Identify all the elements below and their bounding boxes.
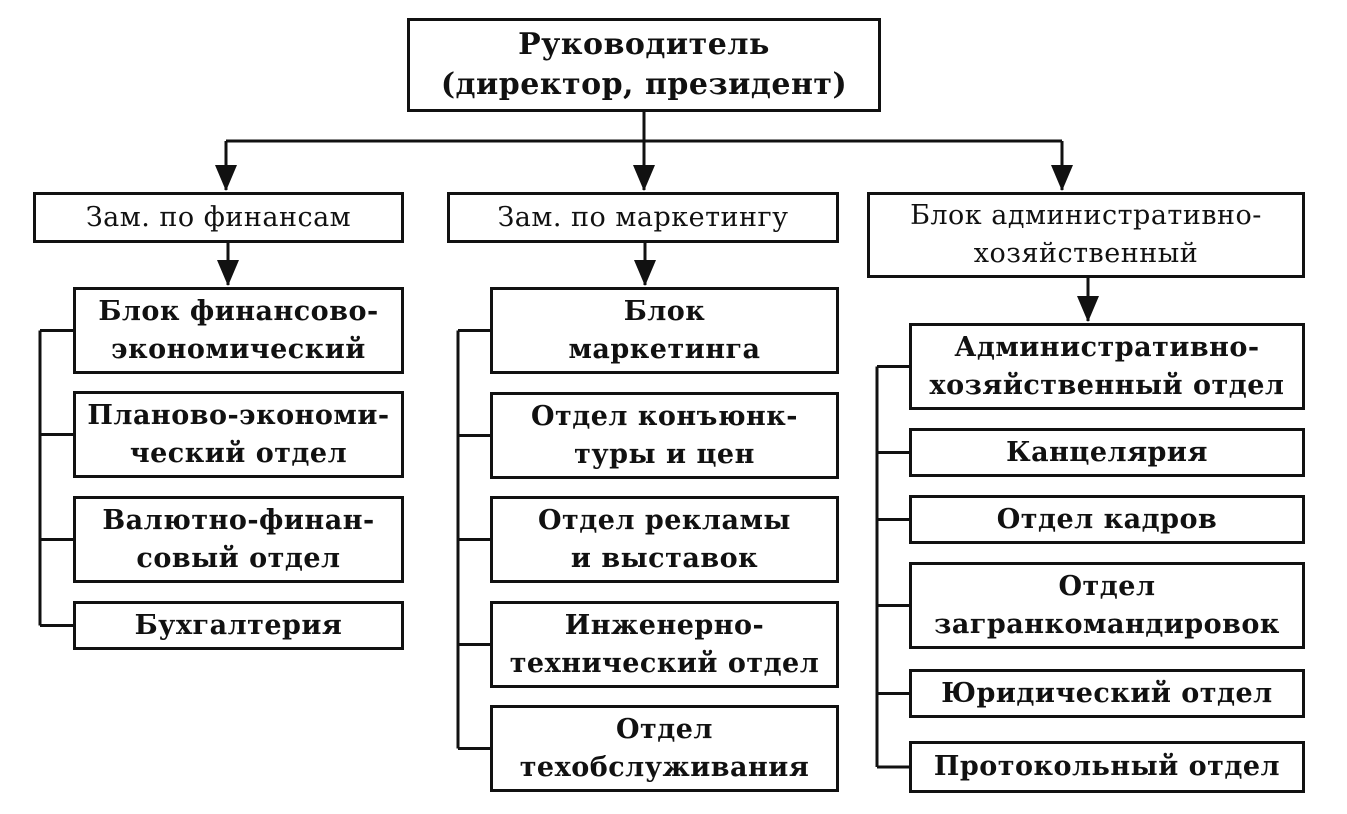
node-director: Руководитель (директор, президент) xyxy=(407,18,881,112)
node-planning-dept: Планово-экономи- ческий отдел xyxy=(73,391,404,478)
node-protocol-dept: Протокольный отдел xyxy=(909,741,1305,793)
arrow-head-icon xyxy=(217,260,239,286)
arrow-head-icon xyxy=(215,165,237,191)
node-marketing-block: Блок маркетинга xyxy=(490,287,839,374)
node-legal-dept: Юридический отдел xyxy=(909,669,1305,718)
node-maintenance-dept: Отдел техобслуживания xyxy=(490,705,839,792)
node-advertising-dept: Отдел рекламы и выставок xyxy=(490,496,839,583)
node-foreign-trips-dept: Отдел загранкомандировок xyxy=(909,562,1305,649)
node-currency-finance-dept: Валютно-финан- совый отдел xyxy=(73,496,404,583)
node-hr-dept: Отдел кадров xyxy=(909,495,1305,544)
arrow-head-icon xyxy=(633,165,655,191)
arrow-head-icon xyxy=(1051,165,1073,191)
node-admin-dept: Административно- хозяйственный отдел xyxy=(909,323,1305,410)
node-market-prices-dept: Отдел конъюнк- туры и цен xyxy=(490,392,839,479)
node-finance-economic-block: Блок финансово- экономический xyxy=(73,287,404,374)
node-chancellery: Канцелярия xyxy=(909,428,1305,477)
node-deputy-marketing: Зам. по маркетингу xyxy=(447,192,839,243)
node-deputy-finance: Зам. по финансам xyxy=(33,192,404,243)
node-accounting: Бухгалтерия xyxy=(73,601,404,650)
arrow-head-icon xyxy=(634,260,656,286)
arrow-head-icon xyxy=(1077,296,1099,322)
node-admin-block: Блок административно- хозяйственный xyxy=(867,192,1305,278)
node-engineering-dept: Инженерно- технический отдел xyxy=(490,601,839,688)
